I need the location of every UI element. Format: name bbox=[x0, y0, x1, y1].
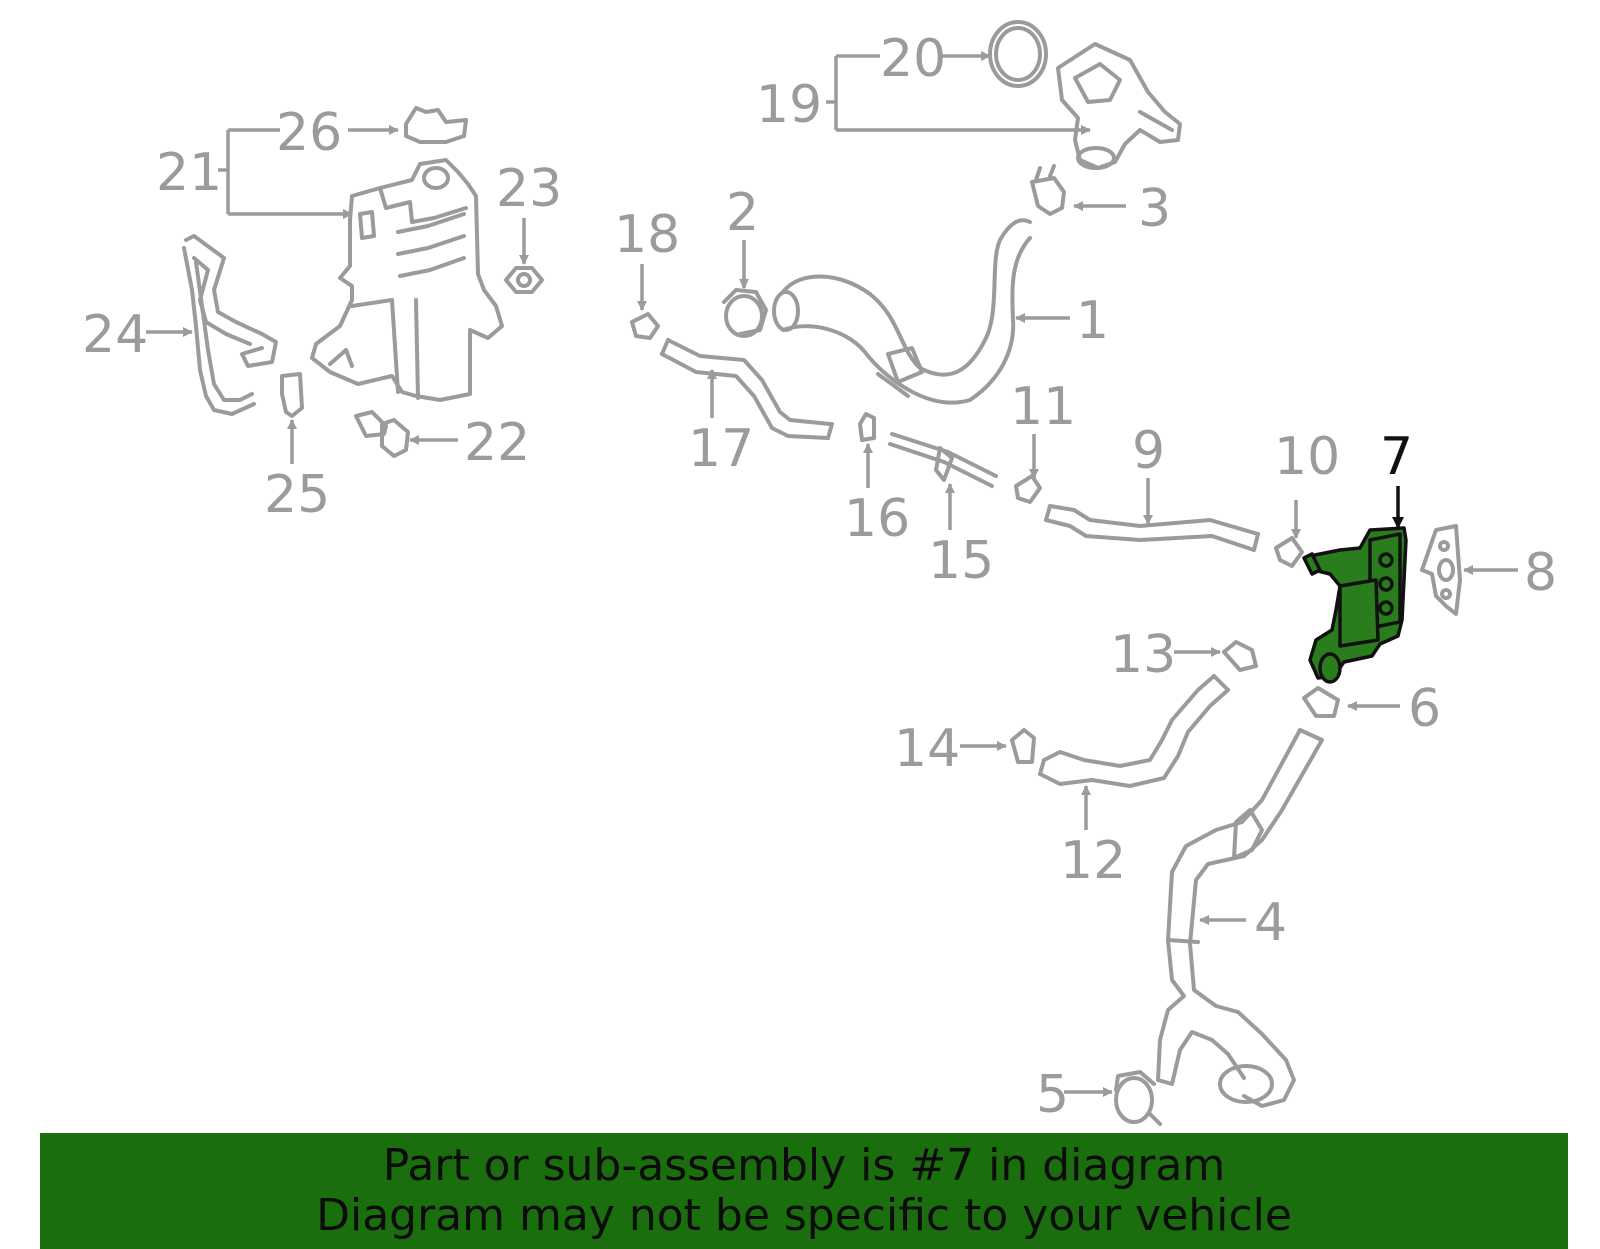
part-21-reservoir bbox=[310, 158, 504, 402]
callout-1: 1 bbox=[1076, 291, 1109, 351]
callout-7[interactable]: 7 bbox=[1380, 427, 1413, 487]
part-20-o-ring bbox=[988, 20, 1048, 88]
callout-9: 9 bbox=[1132, 421, 1165, 481]
callout-15: 15 bbox=[928, 531, 994, 591]
callout-2: 2 bbox=[726, 183, 759, 243]
callout-labels: 20 19 3 1 2 18 17 16 15 11 9 10 7 8 6 13… bbox=[82, 29, 1557, 1125]
part-11-clip bbox=[1014, 474, 1042, 504]
part-22-bolt bbox=[354, 410, 410, 458]
callout-17: 17 bbox=[688, 419, 754, 479]
callout-21: 21 bbox=[156, 143, 222, 203]
callout-6: 6 bbox=[1408, 679, 1441, 739]
part-14-clip bbox=[1010, 728, 1036, 764]
callout-3: 3 bbox=[1138, 179, 1171, 239]
info-banner: Part or sub-assembly is #7 in diagram Di… bbox=[40, 1133, 1568, 1249]
part-3-clamp bbox=[1030, 164, 1066, 216]
part-25-clip bbox=[280, 372, 304, 418]
banner-line-disclaimer: Diagram may not be specific to your vehi… bbox=[316, 1190, 1292, 1241]
part-2-clamp bbox=[722, 288, 768, 338]
part-6-clip bbox=[1302, 686, 1340, 718]
callout-25: 25 bbox=[264, 465, 330, 525]
callout-5: 5 bbox=[1036, 1065, 1069, 1125]
callout-11: 11 bbox=[1010, 377, 1076, 437]
part-16-clip bbox=[858, 412, 876, 442]
callout-10: 10 bbox=[1274, 427, 1340, 487]
part-7-water-pump[interactable] bbox=[1302, 526, 1408, 684]
part-18-clip bbox=[630, 312, 660, 340]
part-15-hose bbox=[888, 432, 998, 488]
callout-23: 23 bbox=[496, 159, 562, 219]
part-4-hose bbox=[1156, 728, 1324, 1108]
part-5-clamp bbox=[1114, 1070, 1162, 1126]
part-9-hose bbox=[1044, 504, 1260, 552]
part-10-clip bbox=[1274, 536, 1304, 568]
callout-22: 22 bbox=[464, 413, 530, 473]
callout-4: 4 bbox=[1254, 893, 1287, 953]
callout-20: 20 bbox=[880, 29, 946, 89]
part-24-hose bbox=[182, 234, 278, 416]
callout-18: 18 bbox=[614, 205, 680, 265]
part-26-cap bbox=[404, 106, 468, 144]
part-1-hose bbox=[772, 218, 1032, 405]
callout-12: 12 bbox=[1060, 831, 1126, 891]
callout-13: 13 bbox=[1110, 625, 1176, 685]
callout-19: 19 bbox=[756, 75, 822, 135]
callout-14: 14 bbox=[894, 719, 960, 779]
part-8-gasket bbox=[1420, 524, 1462, 616]
callout-16: 16 bbox=[844, 489, 910, 549]
part-17-hose bbox=[660, 338, 834, 440]
banner-line-part: Part or sub-assembly is #7 in diagram bbox=[382, 1140, 1226, 1191]
callout-26: 26 bbox=[276, 103, 342, 163]
callout-8: 8 bbox=[1524, 543, 1557, 603]
leader-lines bbox=[146, 51, 1518, 1097]
part-12-hose bbox=[1038, 674, 1230, 788]
part-13-clip bbox=[1222, 640, 1258, 672]
part-19-water-outlet bbox=[1056, 42, 1182, 170]
callout-24: 24 bbox=[82, 305, 148, 365]
part-23-nut bbox=[504, 266, 544, 294]
